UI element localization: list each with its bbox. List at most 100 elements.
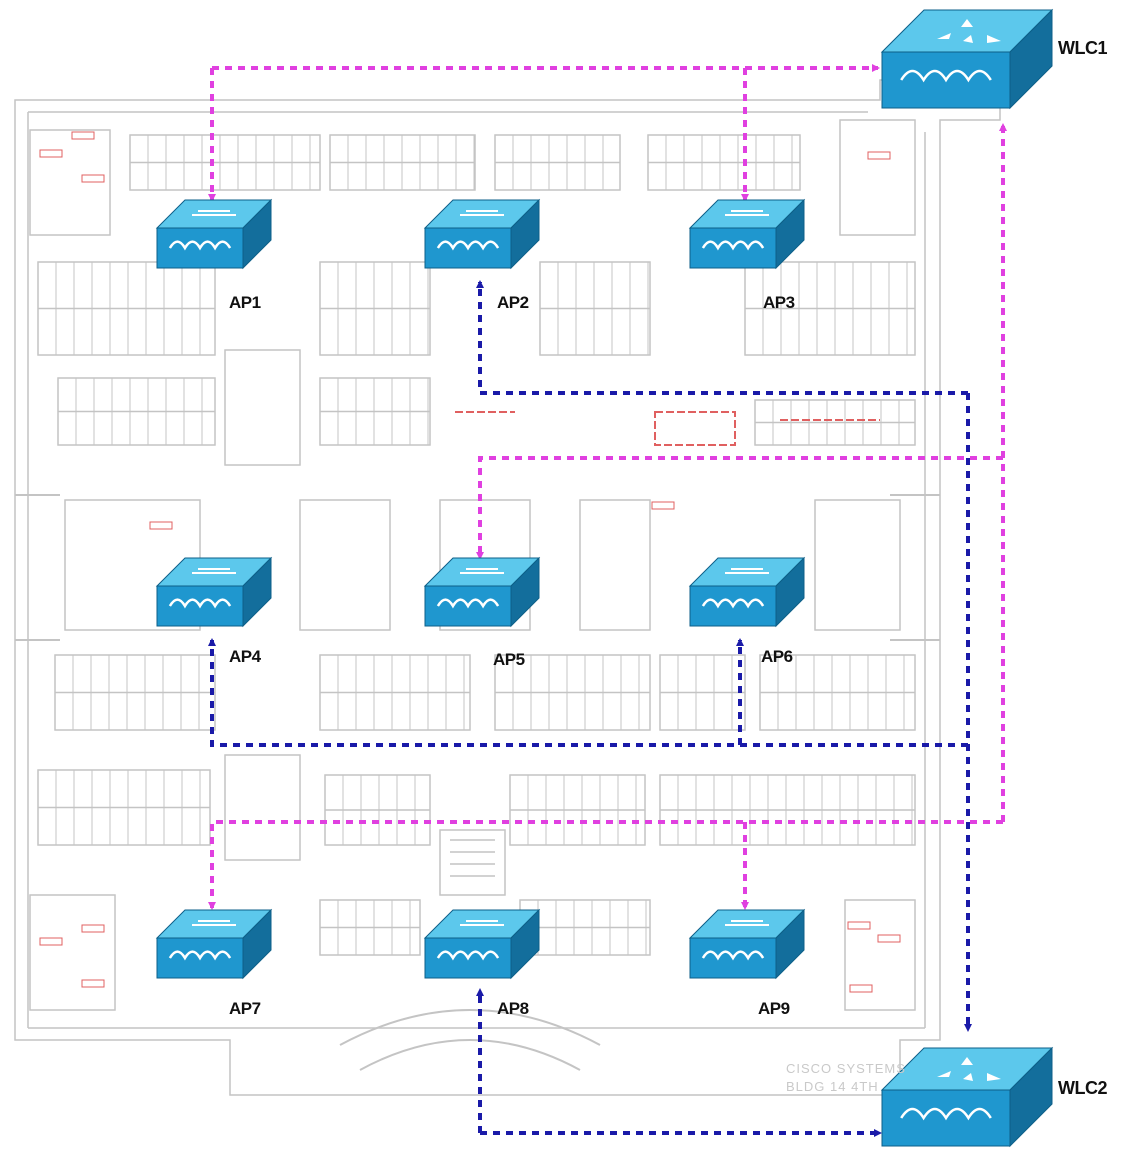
ap3-label: AP3 xyxy=(763,293,795,312)
access-point-5-icon xyxy=(423,556,541,628)
wave-icon xyxy=(168,950,232,961)
cisco-logo-mark xyxy=(725,920,769,926)
wave-icon xyxy=(168,240,232,251)
room-number xyxy=(149,521,173,530)
office-row xyxy=(509,774,646,846)
wave-icon xyxy=(701,950,765,961)
room xyxy=(224,349,301,466)
room xyxy=(29,894,116,1011)
wlc1-controller-icon xyxy=(880,8,1054,110)
wave-icon xyxy=(701,598,765,609)
stair-lines xyxy=(15,494,940,641)
office-row xyxy=(754,399,916,446)
ap1-label: AP1 xyxy=(229,293,261,312)
wlc1-label: WLC1 xyxy=(1058,38,1108,58)
cisco-logo-mark xyxy=(460,920,504,926)
controller-links xyxy=(208,64,1007,1137)
office-row xyxy=(539,261,651,356)
room-number xyxy=(867,151,891,160)
office-row xyxy=(744,261,916,356)
office-row xyxy=(647,134,801,191)
ap5-label: AP5 xyxy=(493,650,525,669)
room xyxy=(29,129,111,236)
link-wlc2-ap4 xyxy=(208,638,968,747)
watermark: CISCO SYSTEMS BLDG 14 4TH xyxy=(786,1060,906,1096)
access-point-6-icon xyxy=(688,556,806,628)
wlc2-label: WLC2 xyxy=(1058,1078,1108,1098)
wave-icon xyxy=(900,69,992,83)
watermark-line2: BLDG 14 4TH xyxy=(786,1079,879,1094)
office-row xyxy=(37,261,216,356)
floor-plan xyxy=(14,79,1001,1096)
office-row xyxy=(129,134,321,191)
room-number xyxy=(81,924,105,933)
cisco-logo-mark xyxy=(460,210,504,216)
access-point-7-icon xyxy=(155,908,273,980)
access-point-3-icon xyxy=(688,198,806,270)
office-row xyxy=(319,261,431,356)
room-number xyxy=(847,921,871,930)
room-number xyxy=(877,934,901,943)
link-wlc1-ap5 xyxy=(476,456,1003,560)
wave-icon xyxy=(436,240,500,251)
room xyxy=(844,899,916,1011)
room xyxy=(814,499,901,631)
office-row xyxy=(659,654,746,731)
link-wlc2-ap2 xyxy=(476,280,968,395)
room-number xyxy=(81,174,105,183)
office-row xyxy=(329,134,476,191)
office-row xyxy=(319,654,471,731)
access-point-4-icon xyxy=(155,556,273,628)
cisco-logo-mark xyxy=(192,568,236,574)
building-outline xyxy=(14,79,1001,1096)
wlc2-controller-icon xyxy=(880,1046,1054,1148)
ap8-label: AP8 xyxy=(497,999,529,1018)
link-wlc1-ap7 xyxy=(208,820,1003,910)
red-markup xyxy=(455,411,880,446)
room xyxy=(299,499,391,631)
access-point-1-icon xyxy=(155,198,273,270)
room-number xyxy=(39,149,63,158)
cisco-logo-mark xyxy=(192,920,236,926)
cisco-logo-mark xyxy=(192,210,236,216)
access-point-9-icon xyxy=(688,908,806,980)
cisco-logo-mark xyxy=(460,568,504,574)
entrance-arc xyxy=(339,1009,601,1071)
devices xyxy=(155,8,1054,1148)
office-row xyxy=(519,899,651,956)
office-row xyxy=(319,377,431,446)
room xyxy=(839,119,916,236)
office-row xyxy=(659,774,916,846)
office-row xyxy=(57,377,216,446)
cisco-logo-mark xyxy=(725,210,769,216)
office-row xyxy=(494,654,651,731)
office-row xyxy=(759,654,916,731)
room xyxy=(579,499,651,631)
wave-icon xyxy=(701,240,765,251)
watermark-line1: CISCO SYSTEMS xyxy=(786,1061,906,1076)
wave-icon xyxy=(900,1107,992,1121)
ap4-label: AP4 xyxy=(229,647,261,666)
cisco-logo-mark xyxy=(725,568,769,574)
wave-icon xyxy=(168,598,232,609)
office-row xyxy=(319,899,421,956)
room-number xyxy=(39,937,63,946)
office-row xyxy=(324,774,431,846)
elevator-core xyxy=(439,829,506,896)
controller-arrows-icon xyxy=(937,19,1001,43)
controller-arrows-icon xyxy=(937,1057,1001,1081)
ap2-label: AP2 xyxy=(497,293,529,312)
room-number xyxy=(81,979,105,988)
room-number xyxy=(849,984,873,993)
access-point-8-icon xyxy=(423,908,541,980)
room xyxy=(224,754,301,861)
access-point-2-icon xyxy=(423,198,541,270)
wave-icon xyxy=(436,598,500,609)
ap9-label: AP9 xyxy=(758,999,790,1018)
office-row xyxy=(37,769,211,846)
inner-wall xyxy=(27,111,926,1029)
room-number xyxy=(71,131,95,140)
room-number xyxy=(651,501,675,510)
ap7-label: AP7 xyxy=(229,999,261,1018)
